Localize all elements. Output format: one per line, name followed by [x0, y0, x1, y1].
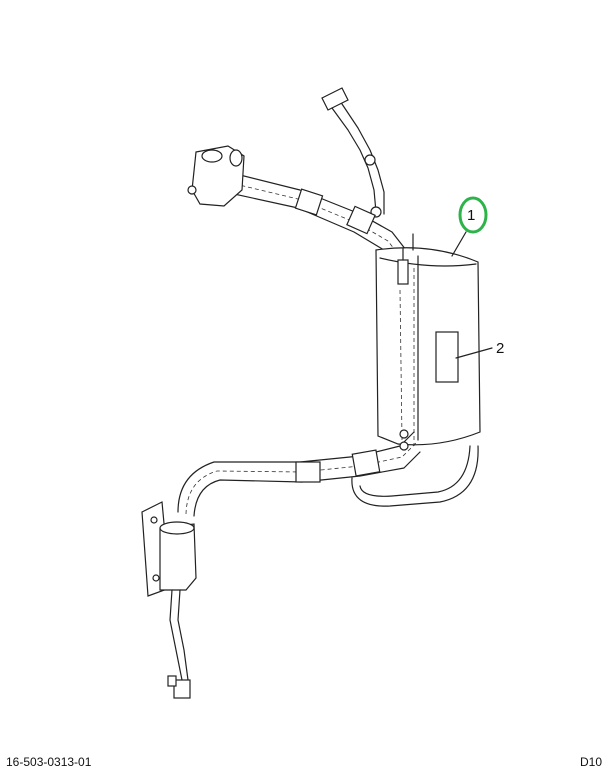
- callout-1-highlight-ring: [458, 196, 488, 234]
- callout-1-label: 1: [467, 207, 475, 224]
- base-mount-bracket: [141, 501, 197, 597]
- part-number-label: 16-503-0313-01: [6, 755, 92, 769]
- vertical-support-rods: [399, 268, 415, 446]
- callout-2: 2: [455, 340, 504, 359]
- top-mount-bracket: [321, 87, 385, 218]
- callout-2-label: 2: [496, 340, 504, 357]
- lower-arm-tube: [177, 429, 421, 517]
- callout-1: 1: [451, 196, 488, 257]
- callout-2-leader: [455, 347, 493, 359]
- callout-1-leader: [451, 231, 467, 257]
- sheet-code-label: D10: [579, 755, 602, 769]
- mirror-head-housing: [375, 233, 481, 446]
- wire-harness: [167, 589, 191, 699]
- upper-arm-end-fitting: [187, 145, 245, 207]
- lower-guard-loop: [351, 445, 479, 507]
- upper-arm-tube: [211, 167, 407, 267]
